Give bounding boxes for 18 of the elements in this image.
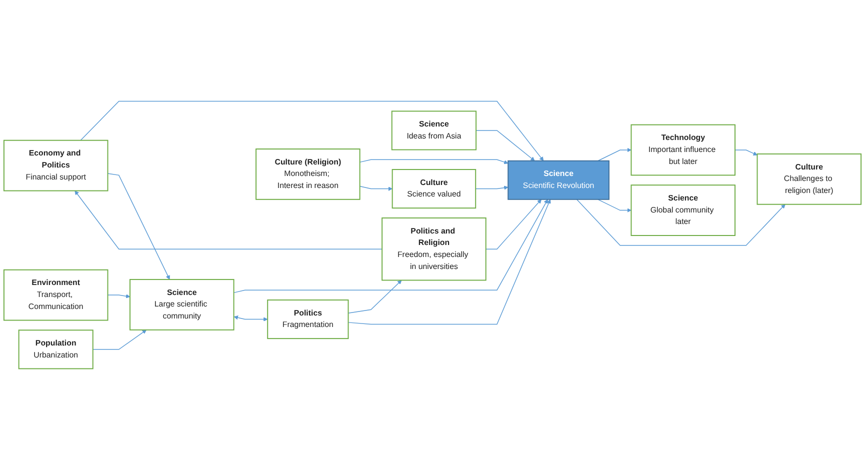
arrow xyxy=(598,148,632,162)
arrow xyxy=(234,316,268,322)
arrow xyxy=(233,199,548,294)
arrow xyxy=(359,159,508,164)
arrow xyxy=(576,199,786,246)
arrow xyxy=(486,199,542,250)
arrow xyxy=(476,130,535,162)
arrow xyxy=(92,330,147,350)
arrow xyxy=(107,294,130,298)
arrow xyxy=(107,173,170,280)
arrow xyxy=(348,199,551,325)
arrow xyxy=(734,150,758,156)
arrow xyxy=(80,100,544,162)
arrow xyxy=(74,190,382,250)
arrow xyxy=(359,186,393,191)
arrow xyxy=(475,186,508,190)
arrow xyxy=(598,199,632,212)
arrow xyxy=(348,280,402,314)
